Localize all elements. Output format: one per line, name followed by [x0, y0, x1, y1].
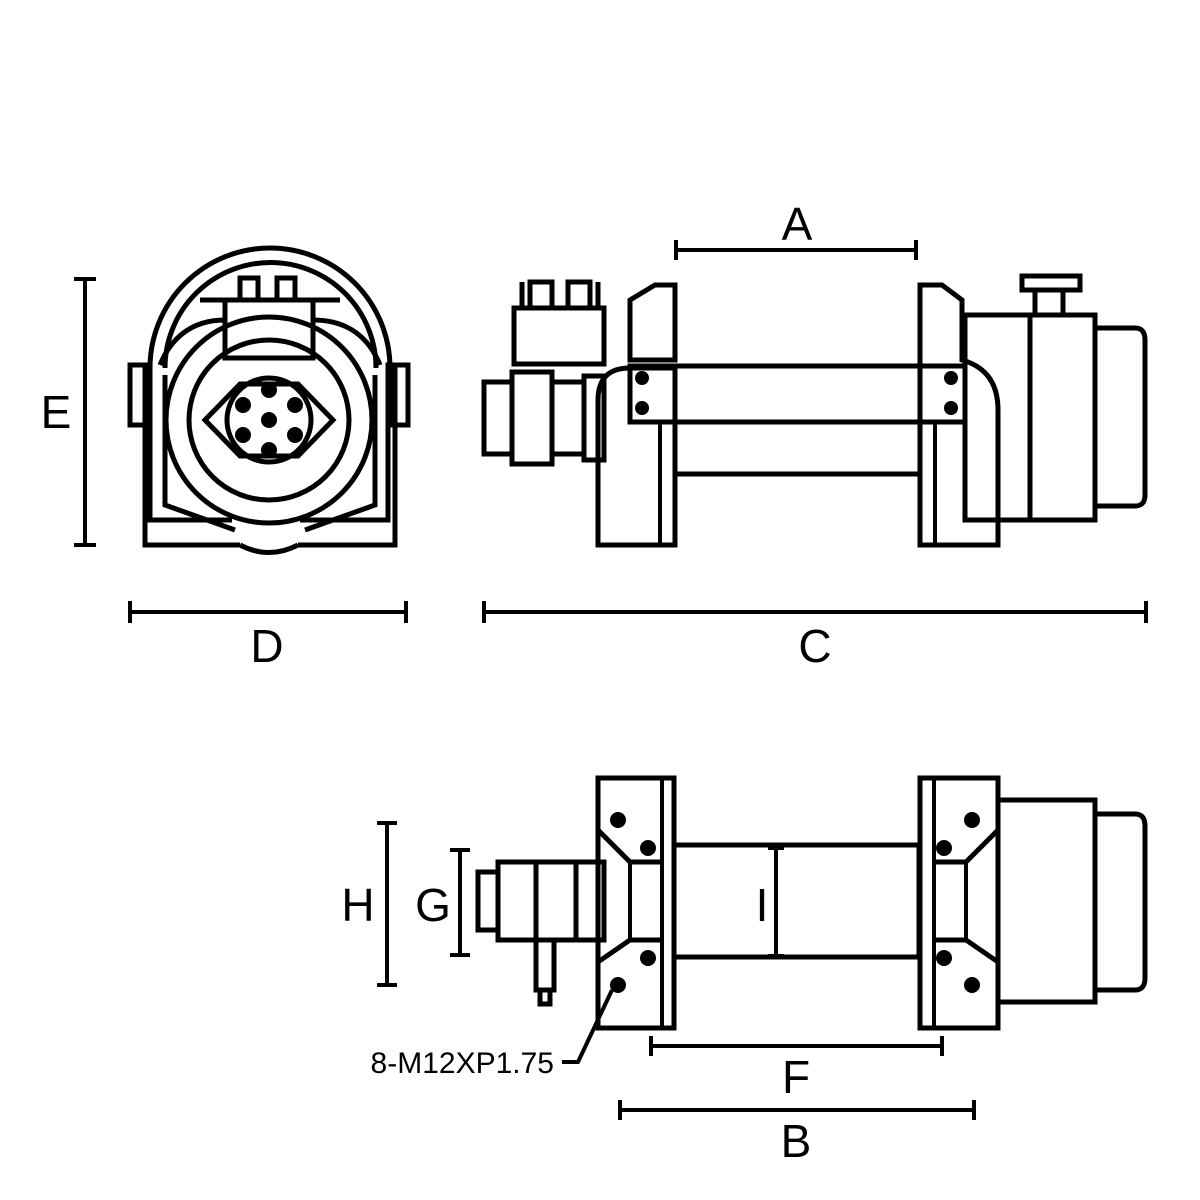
dimension-labels: A E D C H G I F B 8-M12XP1.75	[41, 198, 832, 1167]
label-c: C	[798, 620, 831, 672]
front-view	[127, 245, 411, 555]
label-e: E	[41, 386, 72, 438]
top-view	[475, 775, 1148, 1064]
label-a: A	[782, 198, 813, 250]
bolt-spec-note: 8-M12XP1.75	[371, 1047, 554, 1080]
label-g: G	[415, 879, 451, 931]
label-f: F	[782, 1051, 810, 1103]
dimension-lines	[74, 240, 1148, 1120]
label-b: B	[781, 1115, 812, 1167]
side-view	[481, 273, 1148, 548]
label-d: D	[250, 620, 283, 672]
label-h: H	[341, 879, 374, 931]
label-i: I	[756, 879, 769, 931]
